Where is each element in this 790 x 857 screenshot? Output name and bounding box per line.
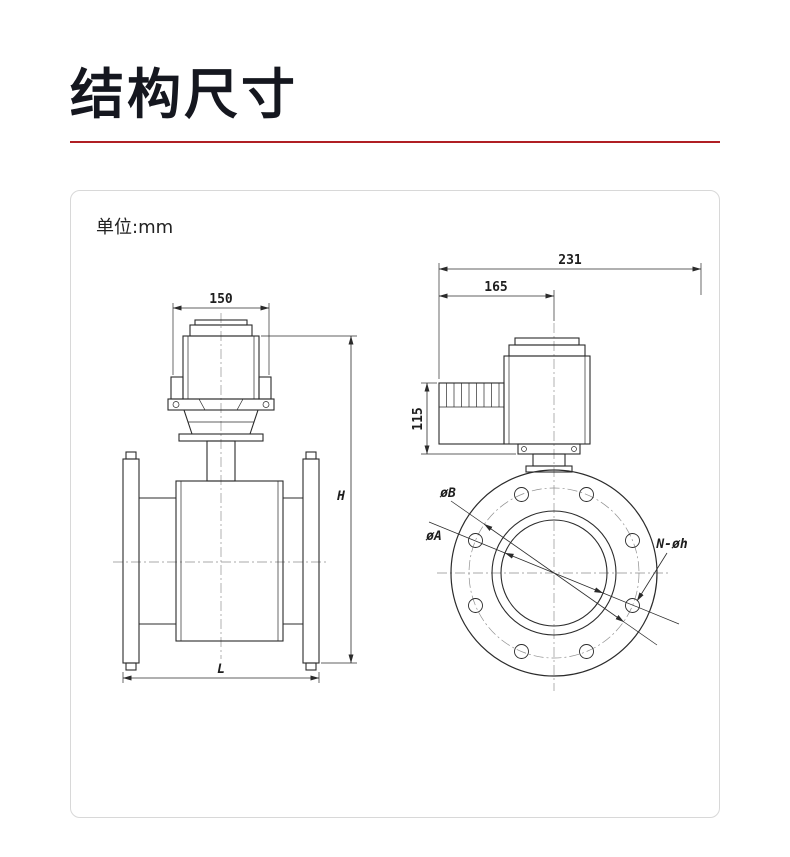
dim-165-label: 165 [484,280,507,295]
dim-150-label: 150 [209,292,233,307]
left-lug [170,376,184,400]
dim-offset-165: 165 [438,280,555,321]
dim-Noh-label: N-øh [655,537,687,552]
left-flange [122,458,140,664]
dimension-panel: 单位:mm 150 [70,190,720,818]
dim-width-150: 150 [172,292,270,375]
dim-L-label: L [217,662,225,677]
dim-overall-231: 231 [438,253,702,379]
flowmeter-side-view: 150 [113,292,357,683]
right-flange [302,458,320,664]
dim-bolt-holes-Noh: N-øh [636,537,688,602]
converter-front [438,337,591,473]
flowmeter-front-view: 231 165 [411,253,702,691]
dim-115-label: 115 [411,407,426,430]
technical-drawing: 150 [113,253,702,691]
right-lug [258,376,272,400]
terminal-box [438,382,505,445]
dim-height-H: H [261,335,357,664]
dim-H-label: H [336,489,345,504]
outer-flange-circle [450,469,658,677]
unit-label: 单位:mm [96,217,174,238]
dim-height-115: 115 [411,382,516,455]
sensor-body [175,480,284,642]
dim-oB-label: øB [439,486,456,501]
centerlines [113,313,329,659]
accent-divider [70,141,720,143]
dim-length-L: L [122,662,320,683]
mounting-flange [167,398,275,482]
flow-tube [122,451,320,671]
dim-231-label: 231 [558,253,582,268]
bolt-circle [468,487,640,659]
dim-inner-dia-A: øA [425,521,680,625]
page-title: 结构尺寸 [70,63,298,126]
dim-oA-label: øA [425,529,442,544]
bolt-holes [468,487,640,659]
